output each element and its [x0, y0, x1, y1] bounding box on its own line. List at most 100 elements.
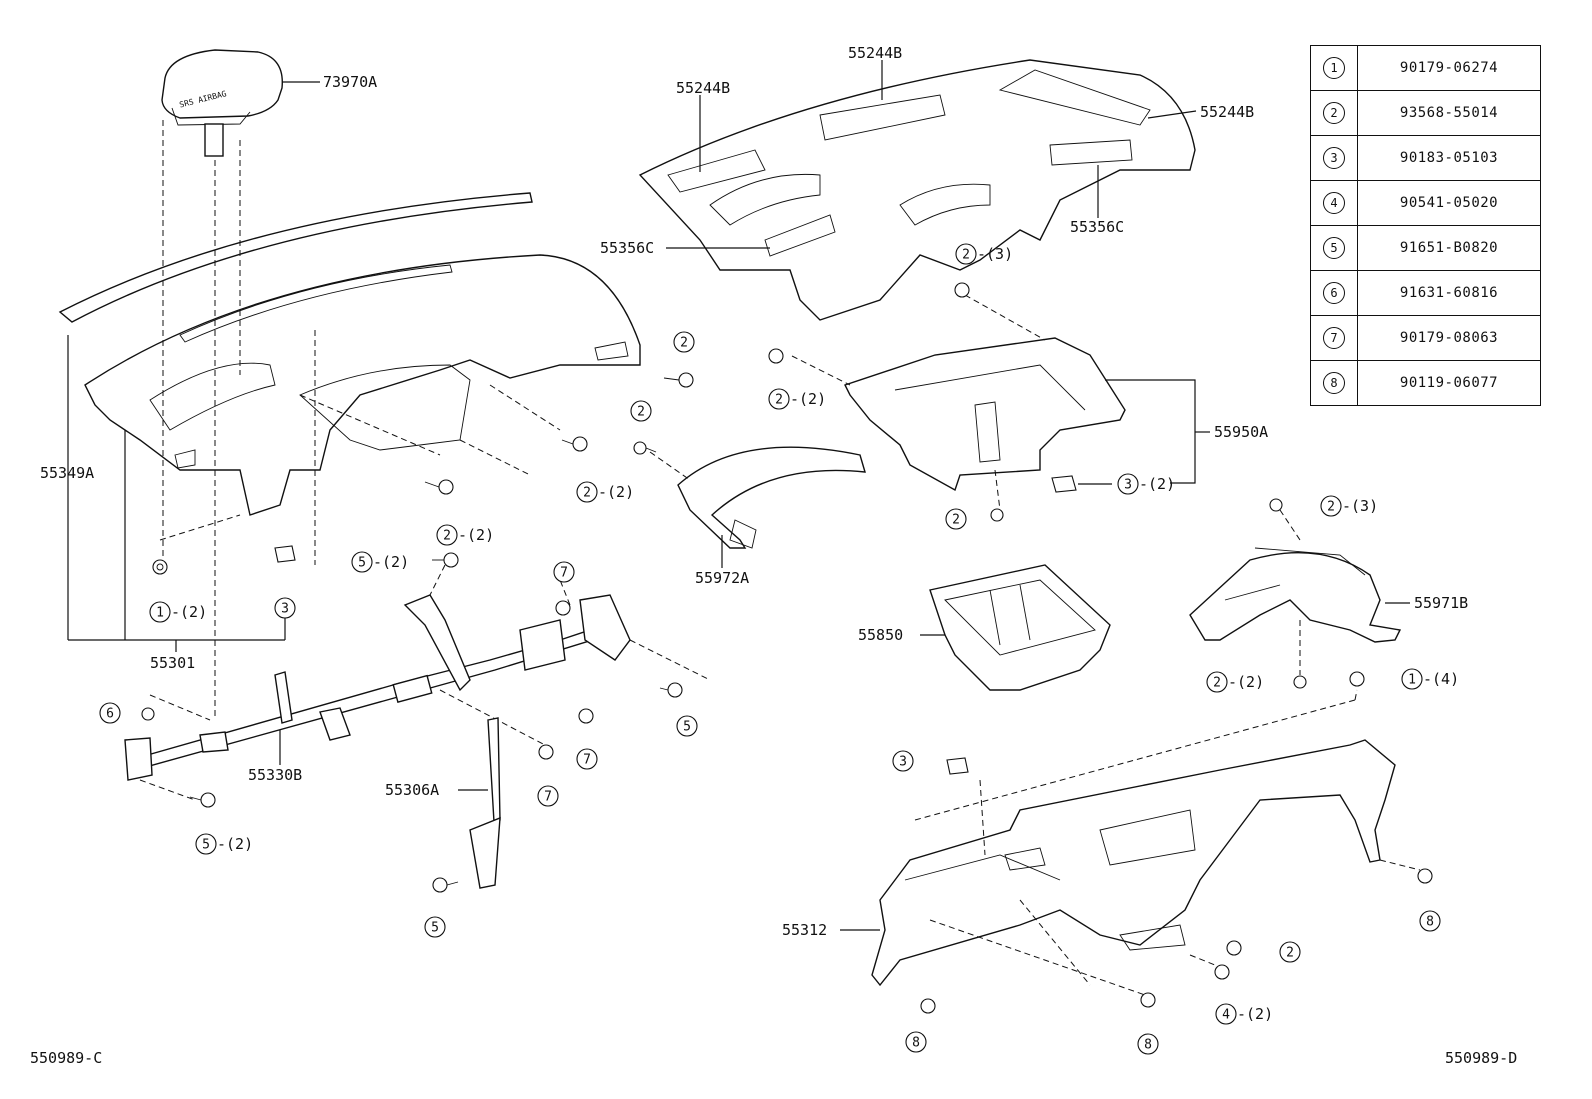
callout-5: 5 -(2): [351, 551, 409, 573]
legend-index: 4: [1323, 192, 1345, 214]
legend-part-number: 91631-60816: [1357, 270, 1541, 316]
label-55349A: 55349A: [40, 464, 94, 482]
callout-circle: [676, 715, 698, 737]
callout-quantity: -(2): [790, 390, 826, 408]
side-duct-part: [1189, 547, 1402, 643]
reinforcement-part: [124, 594, 631, 781]
callout-circle: [1320, 495, 1342, 517]
callout-number: 8: [912, 1036, 920, 1051]
figure-code-right: 550989-D: [1445, 1049, 1517, 1067]
callout-2: 2 -(3): [1320, 495, 1378, 517]
callout-8: 8: [1137, 1033, 1159, 1055]
air-duct-part: [677, 446, 866, 549]
callout-quantity: -(2): [598, 483, 634, 501]
callout-1: 1-(4): [1401, 668, 1459, 690]
legend-row: 6 91631-60816: [1310, 270, 1541, 316]
callout-number: 2: [962, 248, 970, 263]
callout-number: 3: [1124, 478, 1132, 493]
callout-6: 6: [99, 702, 121, 724]
callout-4: 4 -(2): [1215, 1003, 1273, 1025]
bolt-icon: [954, 282, 970, 298]
callout-number: 5: [202, 838, 210, 853]
legend-index: 3: [1323, 147, 1345, 169]
legend-index-cell: 7: [1310, 315, 1358, 361]
callout-circle: [424, 916, 446, 938]
lower-brace-part: [871, 739, 1396, 987]
callout-circle: [630, 400, 652, 422]
callout-circle: [673, 331, 695, 353]
legend-index: 2: [1323, 102, 1345, 124]
callout-circle: [195, 833, 217, 855]
callout-circle: [1419, 910, 1441, 932]
legend-index-cell: 3: [1310, 135, 1358, 181]
callout-quantity: -(2): [458, 526, 494, 544]
label-55244B-right: 55244B: [1200, 103, 1254, 121]
callout-number: 7: [560, 566, 568, 581]
callout-number: 1: [156, 606, 164, 621]
callout-circle: [99, 702, 121, 724]
legend-index-cell: 4: [1310, 180, 1358, 226]
nut-icon: [538, 744, 554, 760]
upper-dash-panel-part: [638, 59, 1196, 321]
legend-index: 6: [1323, 282, 1345, 304]
label-55972A: 55972A: [695, 569, 749, 587]
label-55330B: 55330B: [248, 766, 302, 784]
legend-part-number: 90179-06274: [1357, 45, 1541, 91]
clip-icon: [1051, 475, 1077, 493]
label-55312: 55312: [782, 921, 827, 939]
legend-part-number: 90179-08063: [1357, 315, 1541, 361]
callout-number: 2: [1213, 676, 1221, 691]
bolt-icon: [189, 792, 216, 808]
callout-2: 2-(2): [576, 481, 634, 503]
callout-quantity: -(3): [1342, 497, 1378, 515]
callout-number: 2: [1327, 500, 1335, 515]
callout-number: 5: [358, 556, 366, 571]
screw-icon: [990, 508, 1004, 522]
stud-icon: [1214, 964, 1230, 980]
label-55244B-left: 55244B: [676, 79, 730, 97]
legend-index: 7: [1323, 327, 1345, 349]
clip-icon: [274, 545, 296, 563]
callout-7: 7: [576, 748, 598, 770]
label-55244B-top: 55244B: [848, 44, 902, 62]
legend-index: 5: [1323, 237, 1345, 259]
label-55850: 55850: [858, 626, 903, 644]
label-55356C-left: 55356C: [600, 239, 654, 257]
bolt-icon: [1293, 675, 1307, 689]
instrument-panel-part: [84, 254, 641, 516]
legend-index-cell: 1: [1310, 45, 1358, 91]
callout-circle: [905, 1031, 927, 1053]
legend-part-number: 93568-55014: [1357, 90, 1541, 136]
callout-circle: [1206, 671, 1228, 693]
callout-quantity: -(2): [373, 553, 409, 571]
callout-quantity: -(2): [1237, 1005, 1273, 1023]
callout-quantity: -(4): [1423, 670, 1459, 688]
label-55950A: 55950A: [1214, 423, 1268, 441]
dash-trim-strip: [58, 192, 533, 323]
clip-icon: [946, 757, 969, 775]
callout-quantity: -(2): [217, 835, 253, 853]
callout-2: 2-(2): [768, 388, 826, 410]
callout-circle: [436, 524, 458, 546]
callout-circle: [149, 601, 171, 623]
callout-number: 4: [1222, 1008, 1230, 1023]
bolt-icon: [432, 552, 459, 568]
callout-circle: [955, 243, 977, 265]
callout-1: 1-(2): [149, 601, 207, 623]
bolt-icon: [424, 479, 454, 495]
bolt-icon: [663, 372, 694, 388]
legend-index-cell: 8: [1310, 360, 1358, 406]
callout-2: 2: [1279, 941, 1301, 963]
callout-2: 2: [945, 508, 967, 530]
brace-part: [469, 717, 501, 889]
callout-number: 6: [106, 707, 114, 722]
bolt-icon: [633, 441, 657, 455]
bolt-icon: [768, 348, 784, 364]
callout-number: 2: [680, 336, 688, 351]
callout-circle: [576, 481, 598, 503]
